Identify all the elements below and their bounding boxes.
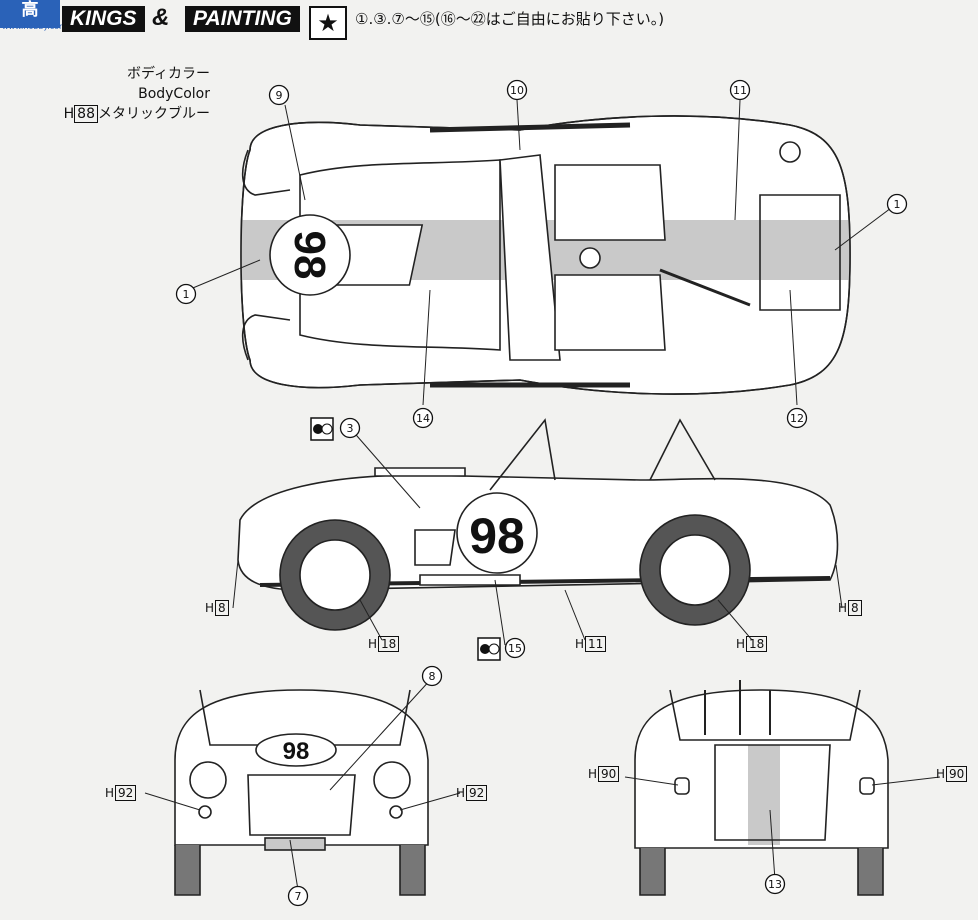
callout-14: 14 — [412, 407, 434, 429]
decal-instruction: ①.③.⑦～⑮(⑯～㉒はご自由にお貼り下さい。) — [355, 10, 665, 28]
svg-text:8: 8 — [429, 670, 436, 683]
svg-text:13: 13 — [768, 878, 782, 891]
svg-text:11: 11 — [733, 84, 747, 97]
body-color-code-prefix: H — [63, 106, 75, 122]
svg-text:15: 15 — [508, 642, 522, 655]
body-color-name: メタリックブルー — [98, 106, 210, 122]
decal-98-front: 98 — [283, 738, 310, 765]
callout-13: 13 — [764, 873, 786, 895]
side-view — [237, 418, 839, 631]
callout-1: 1 — [886, 193, 908, 215]
leader-lines — [144, 99, 941, 891]
header-title-part2: PAINTING — [193, 7, 292, 30]
decal-star-icon: ★ — [309, 6, 347, 40]
svg-text:1: 1 — [894, 198, 901, 211]
callout-10: 10 — [506, 79, 528, 101]
body-color-en: BodyColor — [138, 86, 210, 102]
svg-text:9: 9 — [276, 89, 283, 102]
decal-98-side: 98 — [469, 508, 525, 564]
svg-text:3: 3 — [347, 422, 354, 435]
header-title-part1: KINGS — [70, 7, 137, 30]
callout-3: 3 — [339, 417, 361, 439]
svg-text:1: 1 — [183, 288, 190, 301]
watermark-text: 高 — [21, 0, 39, 20]
callout-12: 12 — [786, 407, 808, 429]
header-ampersand: & — [152, 4, 170, 31]
rear-view — [634, 680, 889, 896]
callout-11: 11 — [729, 79, 751, 101]
callout-7: 7 — [287, 885, 309, 907]
header-title-markings: KINGS — [62, 6, 145, 32]
top-view — [240, 115, 851, 395]
svg-text:10: 10 — [510, 84, 524, 97]
body-color-code: 88 — [74, 105, 98, 123]
callout-1: 1 — [175, 283, 197, 305]
watermark-url: www.hobby.com — [2, 22, 67, 31]
body-color-jp: ボディカラー — [126, 66, 210, 82]
header-title-painting: PAINTING — [185, 6, 300, 32]
callout-9: 9 — [268, 84, 290, 106]
decal-98-top: 98 — [285, 231, 334, 280]
front-view — [174, 689, 429, 896]
star-symbol: ★ — [317, 9, 339, 37]
svg-text:7: 7 — [295, 890, 302, 903]
svg-text:14: 14 — [416, 412, 430, 425]
callout-8: 8 — [421, 665, 443, 687]
callout-15: 15 — [504, 637, 526, 659]
svg-text:12: 12 — [790, 412, 804, 425]
watermark-logo: 高 — [0, 0, 60, 28]
